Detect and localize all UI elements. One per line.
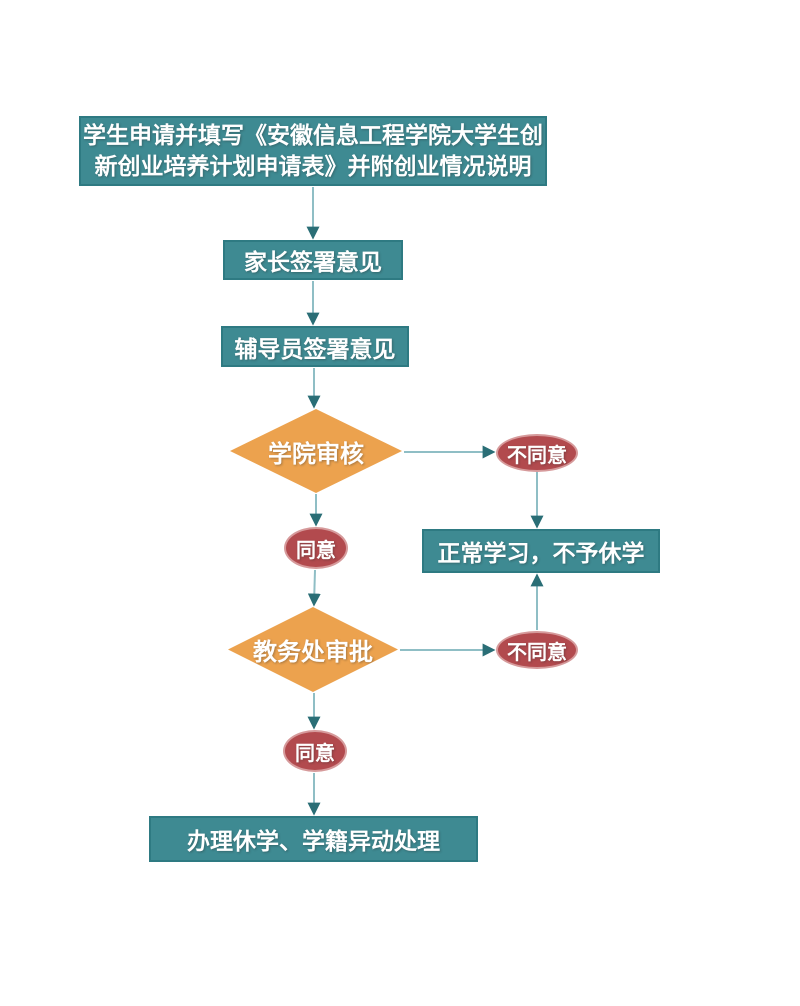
- node-counselor-signature: 辅导员签署意见: [221, 326, 409, 367]
- node-counselor-signature-label: 辅导员签署意见: [234, 335, 396, 362]
- node-handle-leave: 办理休学、学籍异动处理: [149, 816, 478, 862]
- node-college-review-label: 学院审核: [268, 440, 364, 468]
- node-normal-study-label: 正常学习，不予休学: [437, 540, 645, 566]
- node-student-application-line1: 学生申请并填写《安徽信息工程学院大学生创: [83, 122, 543, 148]
- node-college-disagree: 不同意: [496, 434, 578, 472]
- edge-agree-to-academic: [307, 569, 321, 607]
- node-parent-signature-label: 家长签署意见: [244, 249, 382, 275]
- node-college-review: 学院审核: [230, 409, 402, 493]
- node-academic-disagree-label: 不同意: [507, 641, 567, 664]
- node-college-agree-label: 同意: [296, 539, 336, 562]
- node-academic-office-approval-label: 教务处审批: [253, 639, 373, 666]
- node-student-application-line2: 新创业培养计划申请表》并附创业情况说明: [94, 153, 532, 179]
- node-academic-disagree: 不同意: [496, 631, 578, 669]
- node-college-agree: 同意: [284, 527, 348, 569]
- node-college-disagree-label: 不同意: [507, 444, 567, 467]
- node-academic-agree-label: 同意: [295, 742, 335, 765]
- node-parent-signature: 家长签署意见: [223, 240, 403, 280]
- node-normal-study: 正常学习，不予休学: [422, 529, 660, 573]
- node-handle-leave-label: 办理休学、学籍异动处理: [187, 828, 440, 854]
- node-academic-agree: 同意: [283, 730, 347, 772]
- node-academic-office-approval: 教务处审批: [228, 607, 398, 692]
- node-student-application: 学生申请并填写《安徽信息工程学院大学生创 新创业培养计划申请表》并附创业情况说明: [79, 116, 547, 186]
